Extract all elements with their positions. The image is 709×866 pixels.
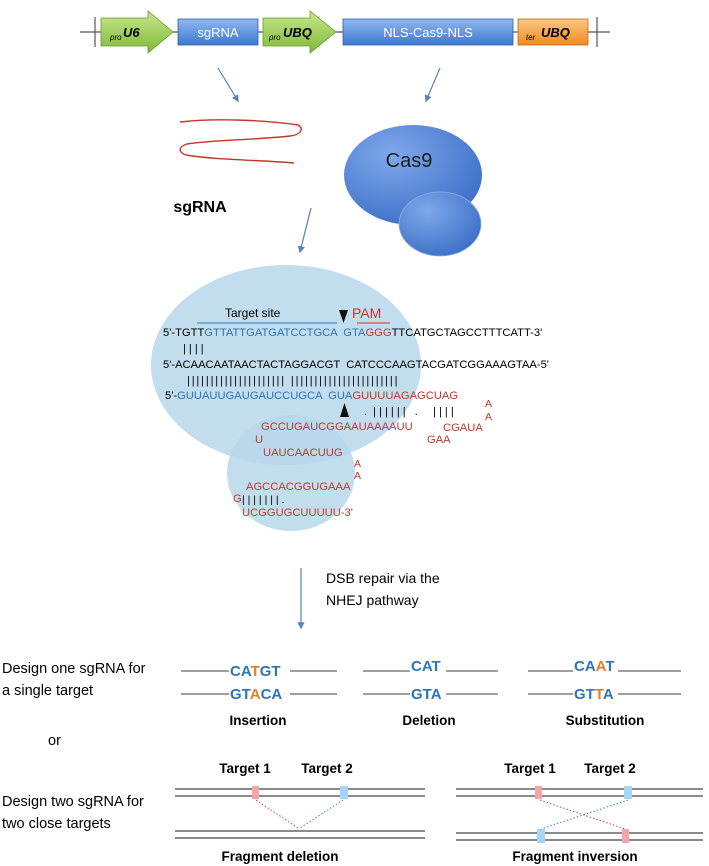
cut-site-arrow-bottom [340,403,349,417]
cut-site-arrow-top [339,310,348,323]
cas9-label: Cas9 [386,150,433,172]
design-two-line1: Design two sgRNA for [2,794,144,810]
stem-right-sequence: CGAUA [443,422,483,434]
ter-ubq-main: UBQ [541,25,570,40]
cas9-box [342,18,514,46]
inversion-swapped-mark-1 [537,829,545,843]
cas9-sgrna-complex: Target site PAM 5'-TGTTGTTATTGATGATCCTGC… [151,265,549,531]
hairpin-2-top: AGCCACGGUGAAA [246,481,351,493]
fragment-deletion-label: Fragment deletion [221,849,338,864]
inversion-swapped-mark-2 [622,829,629,843]
gene-construct: pro U6 sgRNA pro UBQ NLS-Cas9-NLS ter UB… [80,10,610,54]
deletion-example: CAT GTA Deletion [363,658,498,728]
pro-u6-sub: pro [109,33,122,42]
substitution-label: Substitution [566,713,645,728]
dna-bottom-strand: 5'-ACAACAATAACTACTAGGACGT CATCCCAAGTACGA… [163,359,549,371]
inversion-target1-mark [535,786,542,799]
deletion-top-seq: CAT [411,658,441,675]
deletion-bottom-seq: GTA [411,686,442,703]
repair-text-line1: DSB repair via the [326,570,440,586]
insertion-top-seq: CATGT [230,663,281,680]
u-bulge: U [255,434,263,446]
sgrna-label: sgRNA [173,199,227,216]
deletion-target2-label: Target 2 [301,761,353,776]
substitution-example: CAAT GTTA Substitution [528,658,681,728]
arrow-to-cas9 [424,67,441,103]
arrow-to-complex [297,207,312,254]
pro-u6-main: U6 [123,25,140,40]
dna-pair-bars: | | | | [183,343,204,355]
hairpin-1-sequence: UAUCAACUUG [263,447,343,459]
g-bulge: G [233,493,242,505]
inversion-target2-label: Target 2 [584,761,636,776]
insertion-example: CATGT GTACA Insertion [181,663,337,728]
cas9-small-lobe [398,191,482,257]
deletion-target1-label: Target 1 [219,761,271,776]
substitution-top-seq: CAAT [574,658,615,675]
inversion-target2-mark [624,786,632,799]
design-two-line2: two close targets [2,816,111,832]
loop-a-1: A [485,398,492,410]
hairpin-pair-bars: | | | | | | | . [242,494,284,506]
or-label: or [48,733,61,749]
deletion-join-right [299,799,344,829]
rna-dna-pair-bars: | | | | | | | | | | | | | | | | | | | | … [187,375,397,387]
fragment-inversion-example: Target 1 Target 2 Fragment inversion [456,761,703,864]
insertion-bottom-seq: GTACA [230,686,282,703]
sgrna-molecule [179,119,302,164]
bubble-large [151,265,421,465]
stem-pair-bars: . | | | | | | . | | | | [364,406,454,418]
hairpin-2-bottom: UCGGUGCUUUUU-3' [242,507,353,519]
inversion-cross-2 [540,799,629,830]
inversion-target1-label: Target 1 [504,761,556,776]
substitution-bottom-seq: GTTA [574,686,614,703]
deletion-label: Deletion [402,713,455,728]
gaa-loop: GAA [427,434,451,446]
insertion-label: Insertion [229,713,286,728]
rna-strand: 5'-GUUAUUGAUGAUCCUGCA GUAGUUUUAGAGCUAG [165,390,458,402]
stem-left-sequence: GCCUGAUCGGAAUAAAAUU [261,421,413,433]
hairpin-a-1: A [354,458,361,470]
dna-top-strand: 5'-TGTTGTTATTGATGATCCTGCA GTAGGGTTCATGCT… [163,327,542,339]
arrow-to-sgrna [217,67,239,103]
ter-ubq-box [517,18,589,46]
design-one-line1: Design one sgRNA for [2,661,146,677]
pro-ubq-sub: pro [268,33,281,42]
deletion-join-left [255,799,299,829]
pro-u6-promoter [100,10,174,54]
sgrna-box-label: sgRNA [197,25,239,40]
fragment-inversion-label: Fragment inversion [512,849,637,864]
pro-ubq-main: UBQ [283,25,312,40]
inversion-cross-1 [539,799,626,830]
ter-ubq-sub: ter [526,33,536,42]
pro-ubq-promoter [262,10,337,54]
design-one-line2: a single target [2,683,93,699]
sgrna-box [177,18,259,46]
target-site-label: Target site [225,306,281,320]
deletion-target2-mark [340,786,348,799]
deletion-target1-mark [252,786,259,799]
fragment-deletion-example: Target 1 Target 2 Fragment deletion [175,761,425,864]
pam-label: PAM [352,305,381,321]
hairpin-a-2: A [354,470,361,482]
loop-a-2: A [485,411,492,423]
cas9-box-label: NLS-Cas9-NLS [383,25,473,40]
repair-text-line2: NHEJ pathway [326,592,419,608]
